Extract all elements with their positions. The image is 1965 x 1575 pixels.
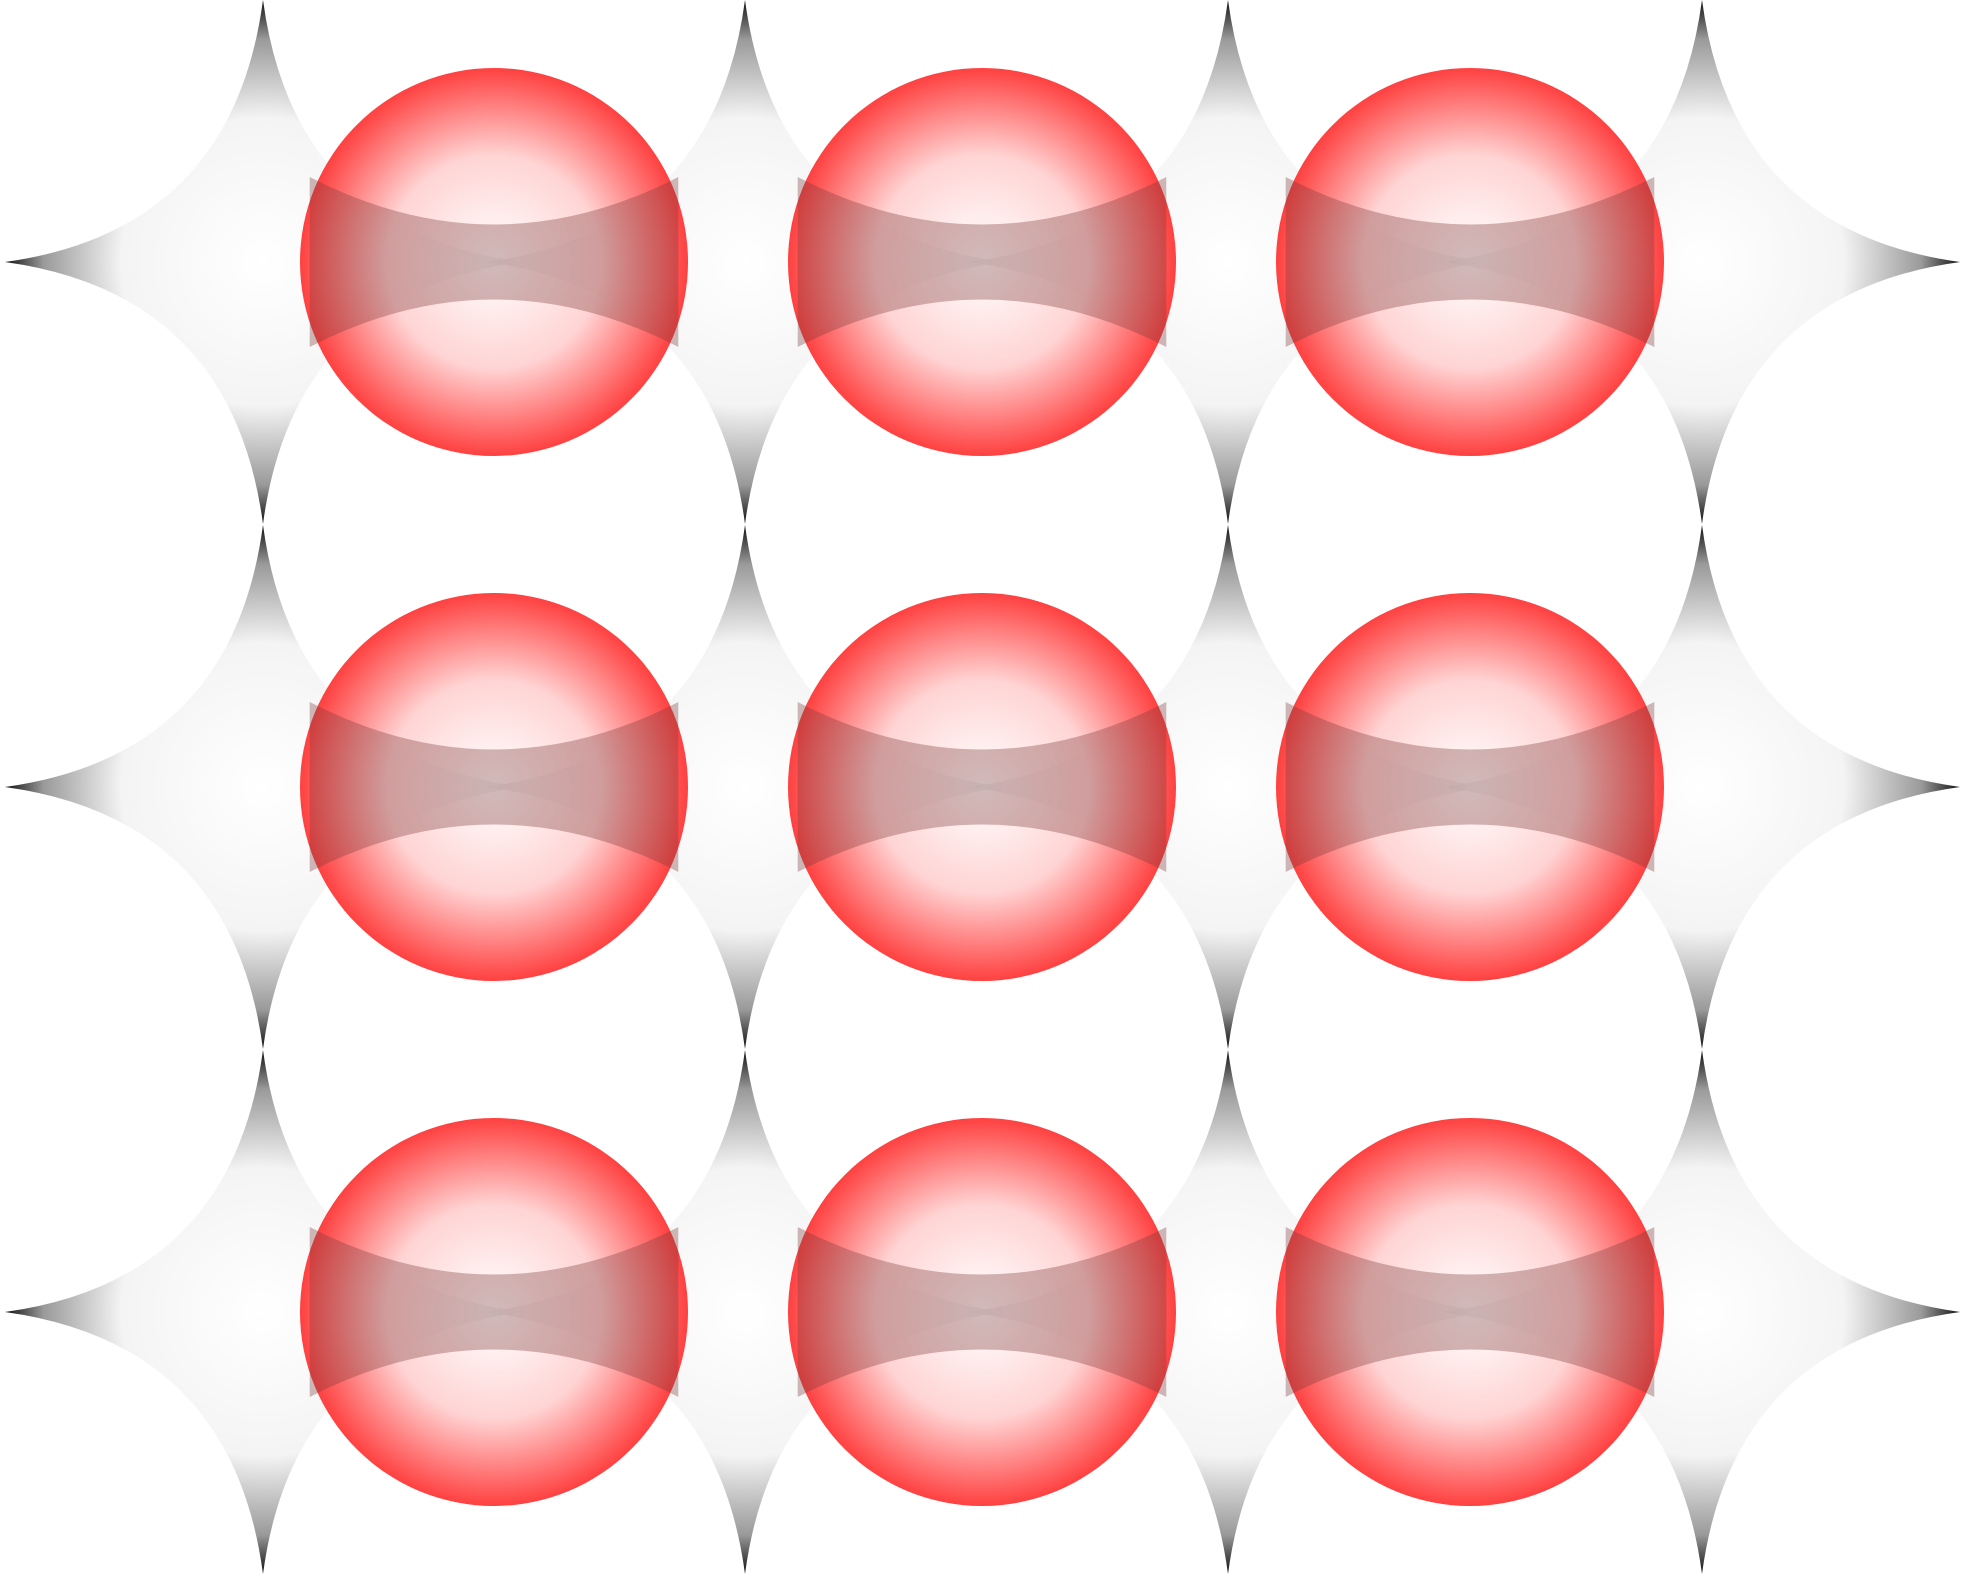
red-sphere-r2-c2 (788, 593, 1176, 981)
interstitial-shape-r1-c2 (487, 0, 1003, 524)
interstitial-shape-r2-c1 (5, 525, 521, 1049)
interstitial-shape-r3-c3 (970, 1050, 1486, 1574)
red-sphere-r1-c1 (300, 68, 688, 456)
red-sphere-r3-c1 (300, 1118, 688, 1506)
red-spheres-layer (300, 68, 1664, 1506)
red-sphere-r1-c3 (1276, 68, 1664, 456)
sphere-equator-shadow-r1-c1 (309, 177, 679, 347)
red-sphere-r2-c3 (1276, 593, 1664, 981)
interstitial-shape-r2-c3 (970, 525, 1486, 1049)
interstitial-shape-r2-c2 (487, 525, 1003, 1049)
sphere-equator-shadow-r3-c2 (797, 1227, 1167, 1397)
interstitial-shape-r2-c4 (1444, 525, 1960, 1049)
sphere-equator-shadow-r1-c3 (1285, 177, 1655, 347)
sphere-equator-shadow-r3-c3 (1285, 1227, 1655, 1397)
interstitial-shape-r3-c4 (1444, 1050, 1960, 1574)
interstitial-shape-r3-c1 (5, 1050, 521, 1574)
red-sphere-r1-c2 (788, 68, 1176, 456)
interstitial-shape-r1-c4 (1444, 0, 1960, 524)
interstitial-shape-r1-c1 (5, 0, 521, 524)
sphere-equator-shadow-r2-c1 (309, 702, 679, 872)
sphere-equator-shadow-r2-c2 (797, 702, 1167, 872)
interstitial-shapes-layer (5, 0, 1960, 1574)
sphere-equator-shadow-r2-c3 (1285, 702, 1655, 872)
red-sphere-r3-c3 (1276, 1118, 1664, 1506)
red-sphere-r3-c2 (788, 1118, 1176, 1506)
sphere-equator-shadow-r3-c1 (309, 1227, 679, 1397)
red-sphere-r2-c1 (300, 593, 688, 981)
interstitial-shape-r3-c2 (487, 1050, 1003, 1574)
interstitial-shape-r1-c3 (970, 0, 1486, 524)
sphere-equator-shadow-r1-c2 (797, 177, 1167, 347)
